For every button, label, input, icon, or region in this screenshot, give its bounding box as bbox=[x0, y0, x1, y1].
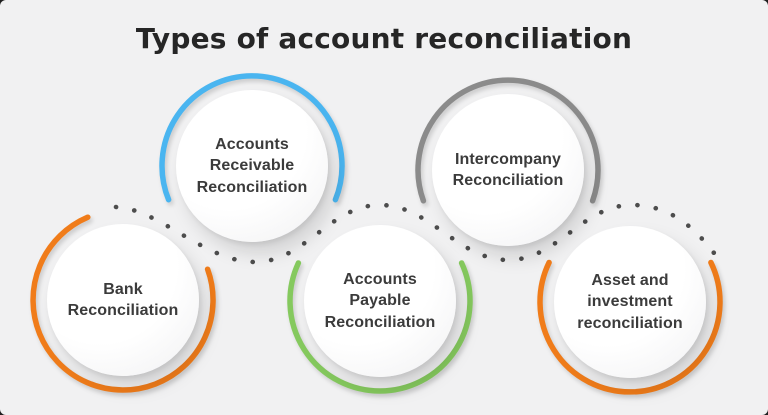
node-label-accounts-payable: Accounts Payable Reconciliation bbox=[324, 271, 436, 331]
node-label-bank: Bank Reconciliation bbox=[67, 280, 179, 319]
node-accounts-receivable-reconciliation: Accounts Receivable Reconciliation bbox=[176, 90, 328, 242]
node-label-intercompany: Intercompany Reconciliation bbox=[452, 150, 564, 189]
node-asset-investment-reconciliation: Asset and investment reconciliation bbox=[554, 226, 706, 378]
node-accounts-payable-reconciliation: Accounts Payable Reconciliation bbox=[304, 225, 456, 377]
node-bank-reconciliation: Bank Reconciliation bbox=[47, 224, 199, 376]
node-intercompany-reconciliation: Intercompany Reconciliation bbox=[432, 94, 584, 246]
intercompany-arc bbox=[415, 77, 601, 204]
bank-reconciliation-arc bbox=[30, 214, 216, 393]
node-label-asset-investment: Asset and investment reconciliation bbox=[577, 272, 683, 332]
node-label-accounts-receivable: Accounts Receivable Reconciliation bbox=[196, 136, 308, 196]
dotted-connector-path bbox=[113, 202, 717, 265]
accounts-receivable-arc bbox=[159, 73, 345, 203]
asset-investment-arc bbox=[537, 259, 723, 395]
accounts-payable-arc bbox=[287, 260, 473, 394]
page-title: Types of account reconciliation bbox=[135, 22, 633, 55]
